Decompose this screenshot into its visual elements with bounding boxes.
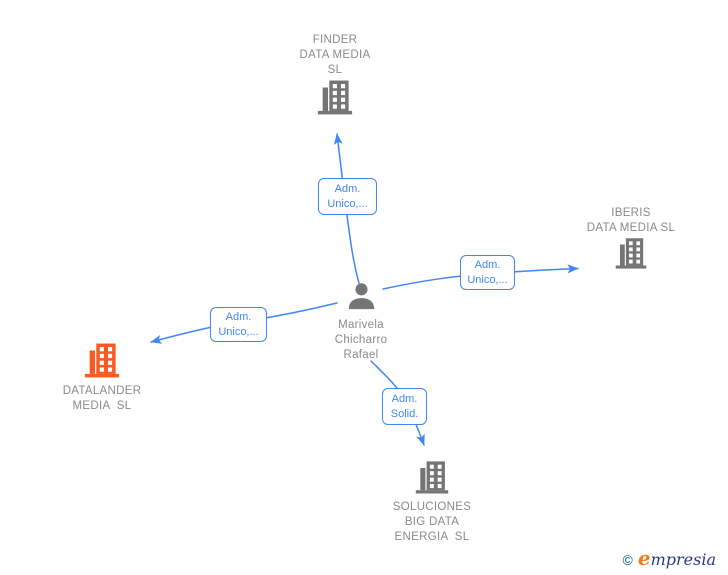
edge-label-line: Solid. bbox=[390, 407, 419, 420]
company-node-datalander[interactable]: DATALANDER MEDIA SL bbox=[40, 341, 164, 414]
edge-label-adm-solid-soluciones[interactable]: Adm. Solid. bbox=[382, 388, 427, 425]
company-name-line: IBERIS bbox=[611, 207, 651, 219]
company-node-iberis[interactable]: IBERIS DATA MEDIA SL bbox=[568, 206, 694, 275]
edge-label-line: Adm. bbox=[334, 182, 361, 195]
brand-initial: e bbox=[637, 546, 651, 570]
company-name-line: BIG DATA bbox=[404, 516, 460, 528]
company-name-line: MEDIA SL bbox=[72, 400, 132, 412]
copyright-icon: © bbox=[622, 552, 633, 568]
brand-rest: mpresia bbox=[650, 550, 716, 569]
edge-label-line: Adm. bbox=[391, 392, 418, 405]
edge-label-line: Unico,... bbox=[218, 325, 259, 338]
building-icon bbox=[614, 236, 648, 270]
company-name-line: FINDER bbox=[312, 34, 358, 46]
brand-wordmark: empresia bbox=[638, 546, 716, 570]
company-name: DATALANDER MEDIA SL bbox=[40, 384, 164, 414]
building-icon-svg bbox=[317, 80, 353, 115]
person-icon-svg bbox=[348, 283, 374, 310]
edge-label-line: Adm. bbox=[225, 310, 252, 323]
company-name-line: DATA MEDIA SL bbox=[586, 222, 676, 234]
building-icon-svg bbox=[415, 461, 449, 494]
building-icon bbox=[414, 459, 450, 495]
edge-label-line: Unico,... bbox=[327, 197, 368, 210]
company-node-soluciones[interactable]: SOLUCIONES BIG DATA ENERGIA SL bbox=[371, 459, 493, 545]
person-node[interactable]: Marivela Chicharro Rafael bbox=[301, 280, 421, 363]
building-icon-svg bbox=[615, 238, 647, 269]
person-name-line: Chicharro bbox=[334, 334, 388, 346]
company-name: IBERIS DATA MEDIA SL bbox=[568, 206, 694, 236]
person-name-line: Marivela bbox=[338, 319, 384, 331]
company-name-line: SL bbox=[327, 64, 343, 76]
building-icon bbox=[316, 78, 354, 116]
edge-label-adm-unico-finder[interactable]: Adm. Unico,... bbox=[318, 178, 377, 215]
company-name-line: DATA MEDIA bbox=[299, 49, 371, 61]
company-name: FINDER DATA MEDIA SL bbox=[275, 33, 395, 78]
building-icon-svg bbox=[84, 343, 120, 378]
person-name: Marivela Chicharro Rafael bbox=[301, 318, 421, 363]
person-name-line: Rafael bbox=[343, 349, 379, 361]
building-icon-highlighted bbox=[83, 341, 121, 379]
company-name-line: DATALANDER bbox=[62, 385, 142, 397]
company-name-line: ENERGIA SL bbox=[394, 531, 470, 543]
person-icon bbox=[345, 280, 378, 313]
empresia-logo[interactable]: © empresia bbox=[623, 546, 716, 570]
edge-label-adm-unico-iberis[interactable]: Adm. Unico,... bbox=[460, 255, 515, 290]
edge-label-line: Unico,... bbox=[467, 273, 508, 286]
edge-label-line: Adm. bbox=[474, 258, 501, 271]
company-name: SOLUCIONES BIG DATA ENERGIA SL bbox=[371, 500, 493, 545]
company-name-line: SOLUCIONES bbox=[392, 501, 472, 513]
edge-label-adm-unico-datalander[interactable]: Adm. Unico,... bbox=[210, 307, 267, 342]
company-node-finder[interactable]: FINDER DATA MEDIA SL bbox=[275, 33, 395, 121]
